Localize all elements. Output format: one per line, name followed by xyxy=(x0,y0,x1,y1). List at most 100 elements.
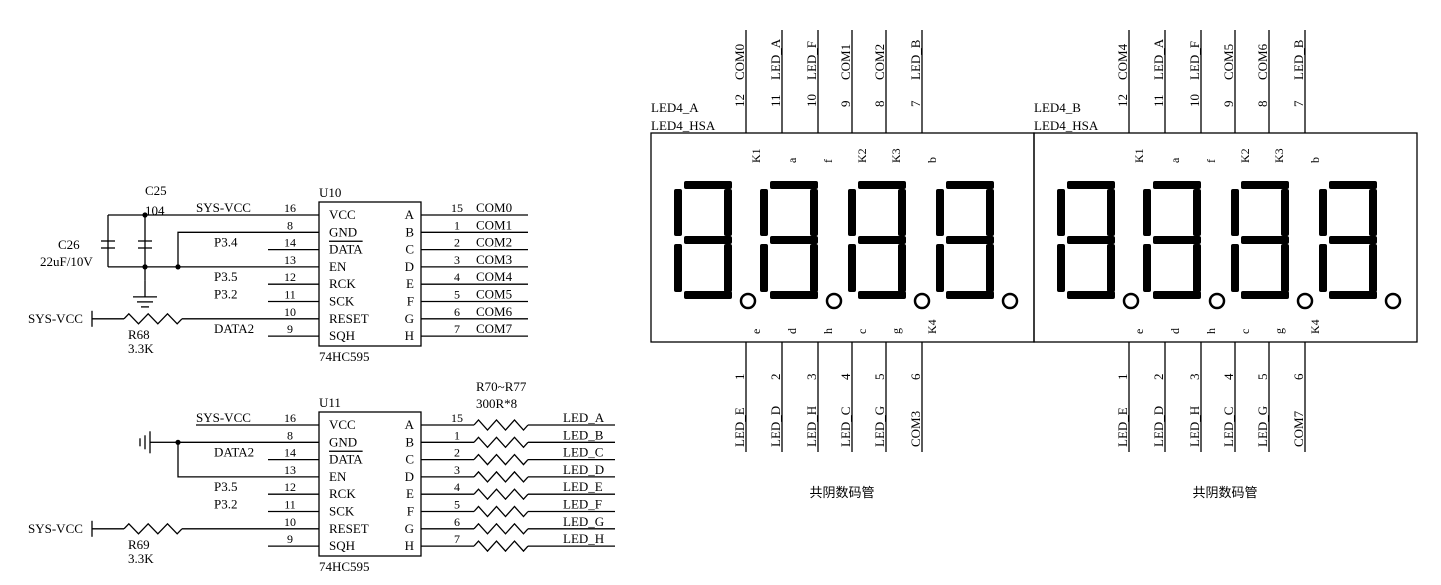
pin-name: SQH xyxy=(329,538,355,553)
display-pin-number: 1 xyxy=(1115,374,1130,381)
segment-g xyxy=(684,236,732,244)
pin-number: 7 xyxy=(454,322,460,336)
display-inner-label: b xyxy=(925,157,939,163)
pin-name: C xyxy=(405,452,414,467)
display-pin-net: COM6 xyxy=(1255,43,1270,80)
segment-f xyxy=(760,189,768,236)
u10-part-number: 74HC595 xyxy=(319,349,370,364)
pin-name: RCK xyxy=(329,276,356,291)
segment-f xyxy=(936,189,944,236)
pin-number: 7 xyxy=(454,532,460,546)
segment-b xyxy=(1281,189,1289,236)
segment-c xyxy=(1369,244,1377,292)
pin-number: 11 xyxy=(284,288,296,302)
net-label-p3.5: P3.5 xyxy=(214,479,237,494)
pin-name: E xyxy=(406,276,414,291)
pin-number: 9 xyxy=(287,322,293,336)
pin-number: 15 xyxy=(451,201,463,215)
gnd-en-tie xyxy=(177,231,268,268)
pin-name: H xyxy=(405,538,414,553)
net-label-sys-vcc: SYS-VCC xyxy=(28,521,83,536)
display-inner-label: K2 xyxy=(855,148,869,163)
resistor-array-value: 300R*8 xyxy=(476,396,517,411)
display-inner-label: e xyxy=(749,329,763,334)
segment-g xyxy=(770,236,818,244)
pin-number: 13 xyxy=(284,253,296,267)
display-inner-label: g xyxy=(889,328,903,334)
c26-value: 22uF/10V xyxy=(40,254,93,269)
r68-ref: R68 xyxy=(128,327,150,342)
display-part: LED4_HSA xyxy=(1034,118,1099,133)
decimal-point xyxy=(913,292,931,310)
display-pin-number: 3 xyxy=(1187,374,1202,381)
segment-a xyxy=(1329,181,1377,189)
pin-name: C xyxy=(405,242,414,257)
display-pin-net: LED_A xyxy=(768,38,783,80)
pin-name: B xyxy=(405,224,414,239)
segment-e xyxy=(848,244,856,292)
pin-number: 3 xyxy=(454,253,460,267)
display-caption: 共阴数码管 xyxy=(1192,485,1257,500)
pin-number: 10 xyxy=(284,515,296,529)
display-pin-number: 10 xyxy=(1187,94,1202,107)
pin-number: 12 xyxy=(284,480,296,494)
display-pin-net: LED_D xyxy=(1151,406,1166,447)
display-pin-net: LED_C xyxy=(1221,407,1236,447)
segment-b xyxy=(1369,189,1377,236)
segment-a xyxy=(1153,181,1201,189)
display-pin-number: 2 xyxy=(768,374,783,381)
segment-f xyxy=(1057,189,1065,236)
decimal-point xyxy=(1001,292,1019,310)
net-label-p3.2: P3.2 xyxy=(214,497,237,512)
net-label-data2: DATA2 xyxy=(214,445,254,460)
pin-number: 11 xyxy=(284,498,296,512)
segment-b xyxy=(724,189,732,236)
segment-a xyxy=(770,181,818,189)
decimal-point xyxy=(1296,292,1314,310)
c25-ref: C25 xyxy=(145,183,167,198)
pin-number: 2 xyxy=(454,446,460,460)
pin-name: G xyxy=(405,521,414,536)
segment-b xyxy=(986,189,994,236)
net-label-com: COM2 xyxy=(476,235,512,250)
display-pin-number: 4 xyxy=(838,373,853,380)
pin-name: F xyxy=(407,504,414,519)
display-pin-net: LED_G xyxy=(872,406,887,447)
segment-b xyxy=(810,189,818,236)
net-label-p3.2: P3.2 xyxy=(214,287,237,302)
display-inner-label: K1 xyxy=(749,148,763,163)
segment-e xyxy=(1057,244,1065,292)
pin-number: 14 xyxy=(284,446,296,460)
u10-body xyxy=(318,201,422,347)
display-part: LED4_HSA xyxy=(651,118,716,133)
pin-name: GND xyxy=(329,224,357,239)
display-inner-label: b xyxy=(1308,157,1322,163)
segment-c xyxy=(1193,244,1201,292)
pin-name: A xyxy=(405,207,415,222)
segment-e xyxy=(936,244,944,292)
segment-d xyxy=(1067,291,1115,299)
display-inner-label: g xyxy=(1272,328,1286,334)
display-section: LED4_ALED4_HSA共阴数码管12COM0K111LED_Aa10LED… xyxy=(650,30,1418,500)
segment-g xyxy=(1153,236,1201,244)
pin-number: 8 xyxy=(287,218,293,232)
pin-name: VCC xyxy=(329,417,356,432)
pin-name: SCK xyxy=(329,504,355,519)
display-inner-label: K1 xyxy=(1132,148,1146,163)
display-inner-label: f xyxy=(821,159,835,163)
pin-number: 12 xyxy=(284,270,296,284)
display-inner-label: d xyxy=(1168,328,1182,334)
segment-d xyxy=(1241,291,1289,299)
net-label-p3.5: P3.5 xyxy=(214,269,237,284)
segment-g xyxy=(1241,236,1289,244)
segment-c xyxy=(986,244,994,292)
display-inner-label: a xyxy=(785,157,799,163)
display-2-body xyxy=(1033,132,1418,343)
display-inner-label: c xyxy=(855,329,869,334)
display-inner-label: K4 xyxy=(1308,319,1322,334)
segment-g xyxy=(858,236,906,244)
pin-name: RESET xyxy=(329,311,369,326)
display-pin-number: 7 xyxy=(908,100,923,107)
display-inner-label: K3 xyxy=(1272,148,1286,163)
